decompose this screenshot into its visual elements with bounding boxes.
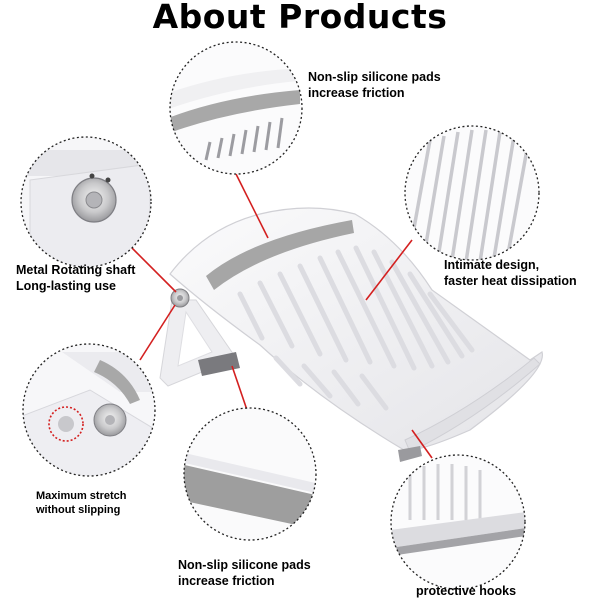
vent-slots — [237, 245, 475, 411]
leader-shaft — [127, 243, 177, 293]
page-title: About Products — [152, 0, 448, 36]
detail-circle-hooks — [390, 454, 526, 590]
callout-top-pads-line1: Non-slip silicone pads — [308, 70, 441, 84]
leader-hooks — [411, 429, 433, 459]
callout-top-pads: Non-slip silicone pads increase friction — [308, 70, 441, 101]
callout-shaft-line1: Metal Rotating shaft — [16, 263, 136, 277]
detail-circle-heat — [404, 125, 540, 261]
callout-shaft-line2: Long-lasting use — [16, 278, 116, 293]
top-silicone-pad — [206, 220, 354, 290]
front-hook — [404, 357, 541, 453]
callout-stretch: Maximum stretch without slipping — [36, 490, 126, 518]
callout-stretch-line2: without slipping — [36, 503, 121, 516]
callout-stretch-line1: Maximum stretch — [36, 490, 127, 502]
callout-bottom-pads-line1: Non-slip silicone pads — [178, 558, 311, 572]
callout-heat-line1: Intimate design, — [444, 258, 540, 272]
callout-hooks-line1: protective hooks — [416, 584, 517, 598]
leader-bottom-pads — [231, 365, 248, 411]
callout-hooks: protective hooks — [416, 584, 516, 600]
leader-lines — [127, 173, 433, 459]
callout-bottom-pads-line2: increase friction — [178, 573, 275, 588]
callout-heat-line2: faster heat dissipation — [444, 273, 577, 288]
detail-circle-stretch — [22, 343, 156, 477]
leader-heat — [365, 239, 413, 301]
detail-circle-bottom-pads — [183, 407, 317, 541]
base-pad — [198, 352, 240, 376]
callout-shaft: Metal Rotating shaft Long-lasting use — [16, 263, 135, 294]
detail-circle-top-pads — [169, 41, 303, 175]
leader-top-pads — [235, 173, 269, 239]
callout-bottom-pads: Non-slip silicone pads increase friction — [178, 558, 311, 589]
callout-top-pads-line2: increase friction — [308, 85, 405, 100]
leader-stretch — [139, 304, 176, 361]
callout-heat: Intimate design, faster heat dissipation — [444, 258, 577, 289]
detail-circle-shaft — [20, 136, 152, 268]
laptop-stand — [159, 207, 543, 462]
